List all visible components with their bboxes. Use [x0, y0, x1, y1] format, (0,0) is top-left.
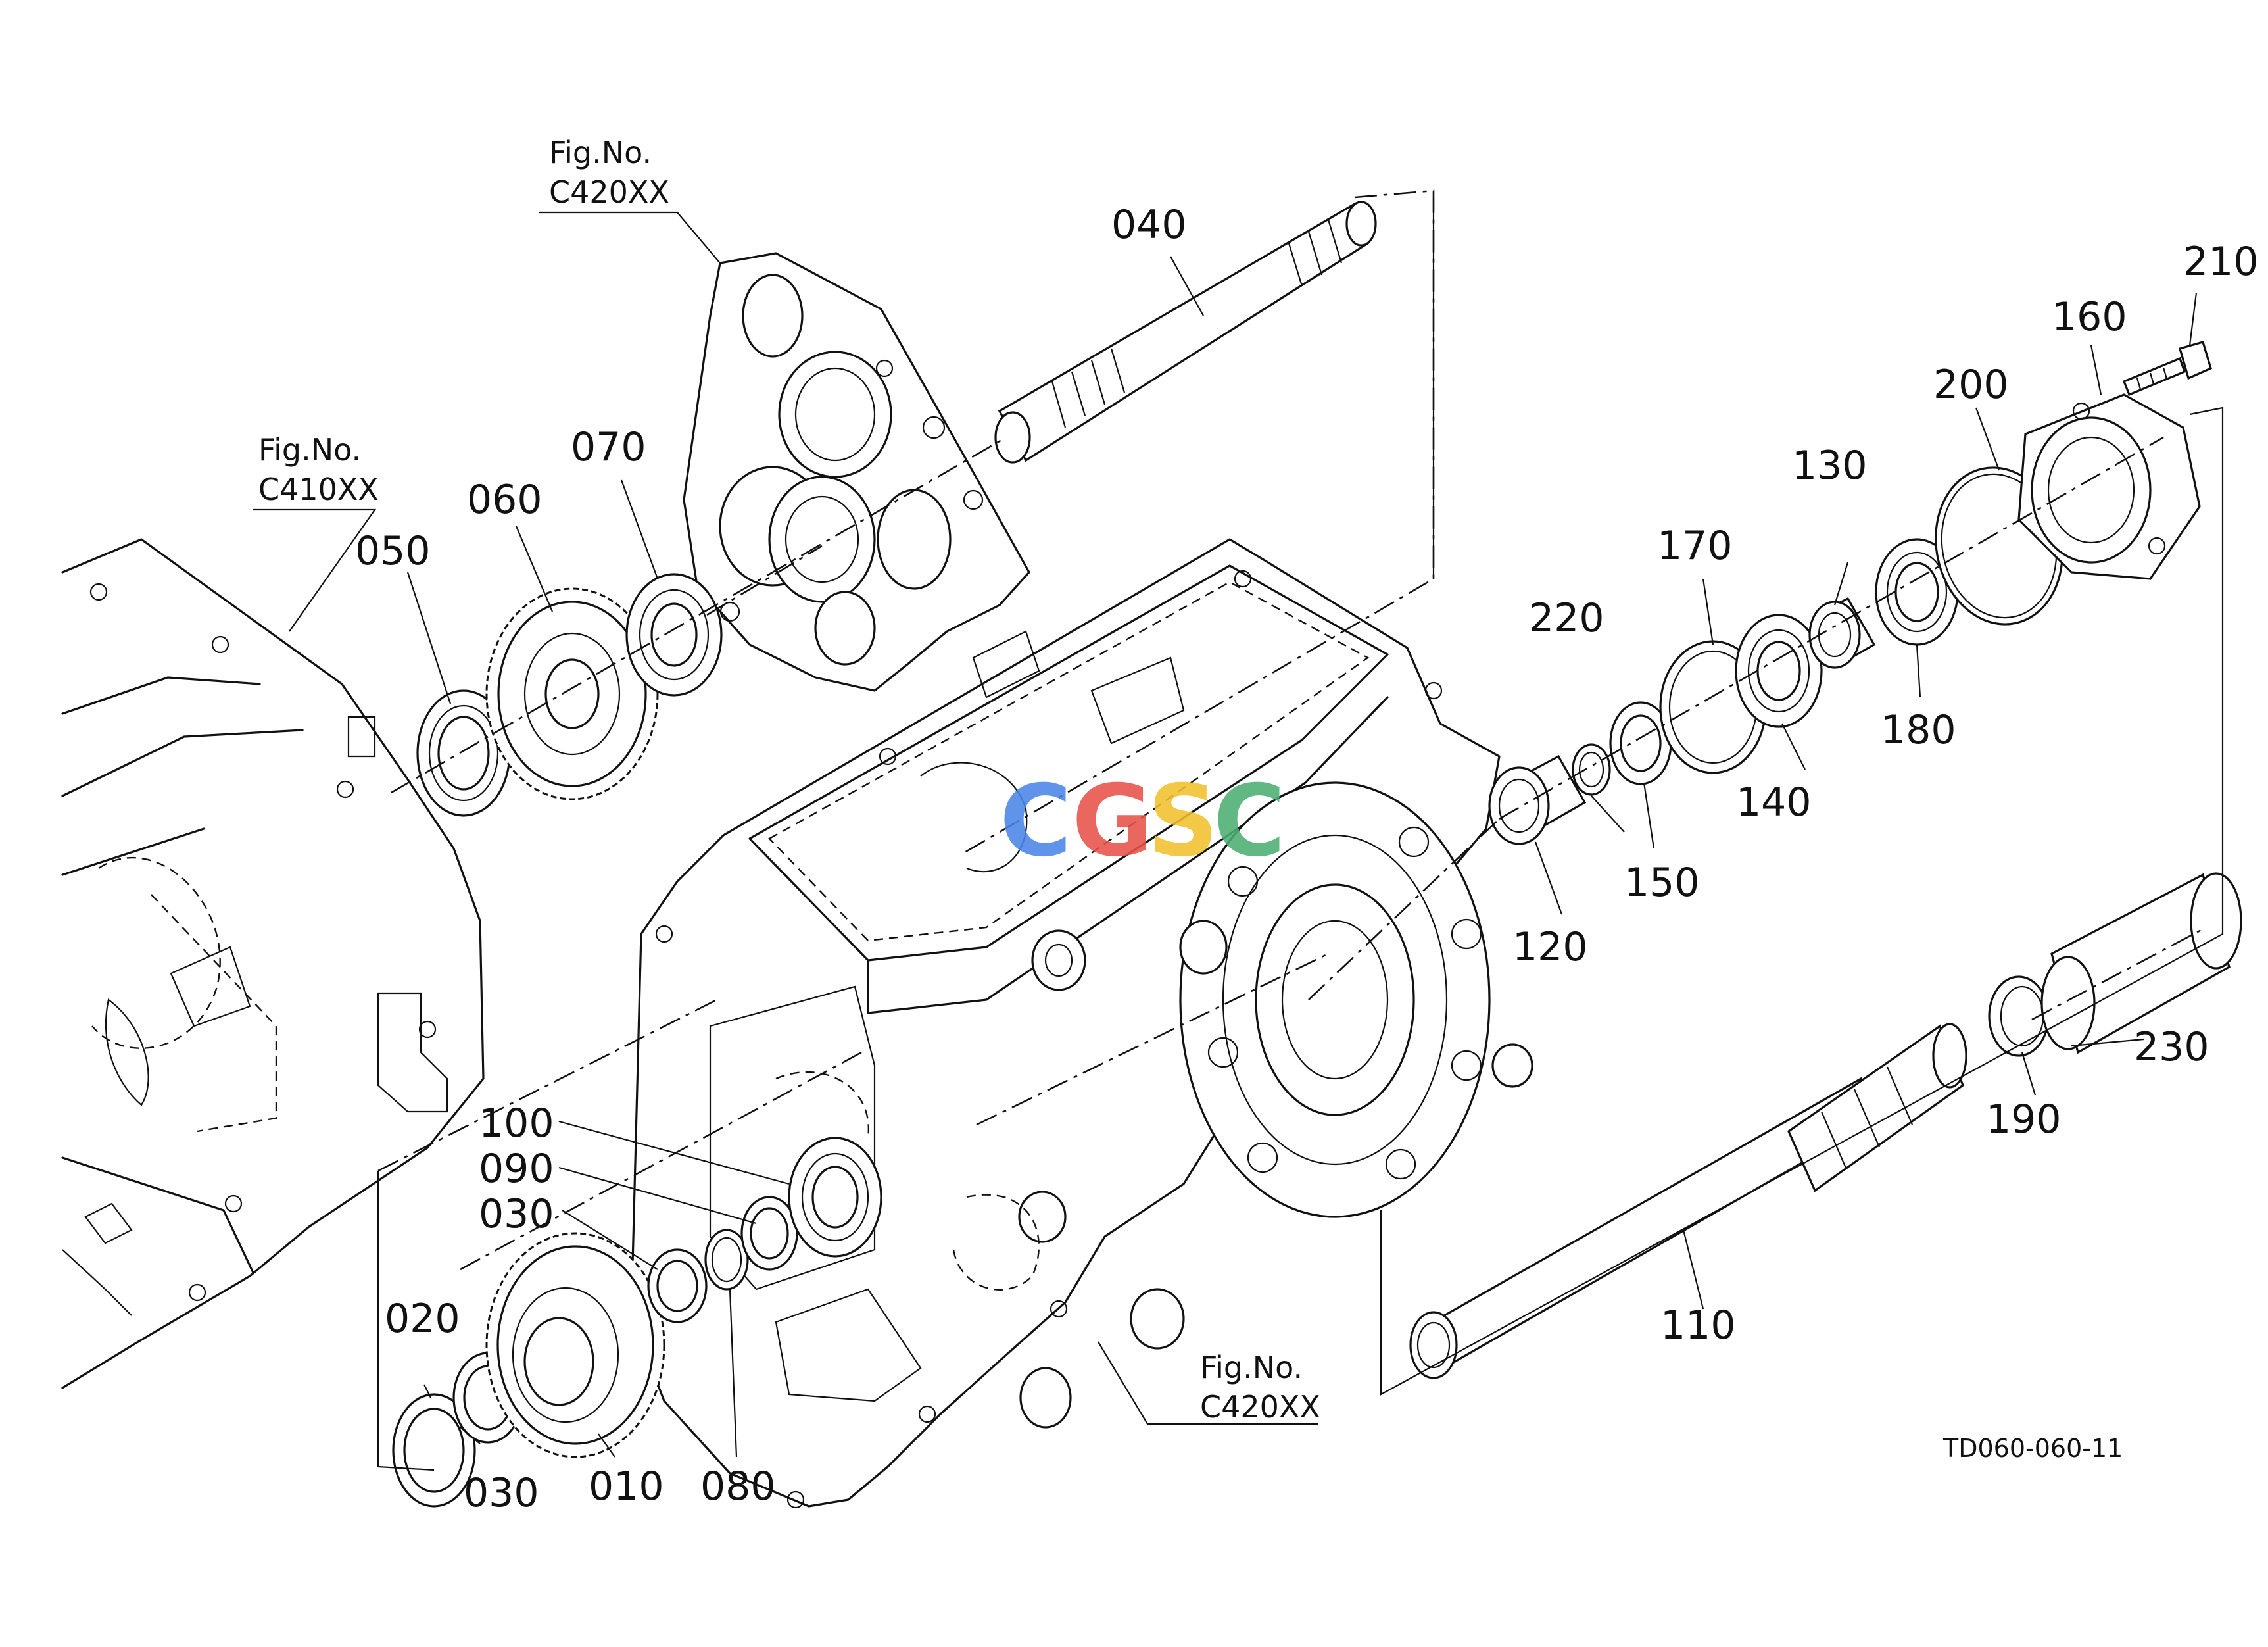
fig-ref-bottom-caption: Fig.No. [1200, 1350, 1303, 1385]
washer-090 [740, 1196, 798, 1271]
figure-ref-leaders [253, 211, 1318, 1425]
oil-seal-180 [1875, 538, 1959, 646]
part-label-130: 130 [1792, 443, 1868, 489]
collar-130 [1808, 597, 1876, 669]
gear-060 [485, 587, 659, 800]
pto-shaft-110 [1409, 1023, 1967, 1379]
part-label-230: 230 [2134, 1024, 2209, 1070]
fig-ref-top-caption: Fig.No. [549, 135, 652, 170]
sleeve-230 [2040, 872, 2242, 1054]
part-label-010: 010 [589, 1463, 664, 1510]
part-label-190: 190 [1986, 1096, 2062, 1143]
part-label-140: 140 [1736, 779, 1812, 825]
snap-ring-080 [704, 1229, 749, 1291]
part-label-220: 220 [1529, 595, 1604, 641]
part-label-100: 100 [479, 1100, 554, 1146]
fig-ref-left-caption: Fig.No. [258, 432, 361, 468]
watermark-letter-c1: C [1000, 764, 1072, 879]
part-label-030-lower: 030 [464, 1470, 539, 1516]
part-label-110: 110 [1660, 1302, 1736, 1348]
fig-ref-top-number: C420XX [549, 174, 669, 210]
watermark-letter-g: G [1072, 764, 1153, 879]
assembly-centerlines [377, 189, 2224, 1471]
part-label-050: 050 [355, 528, 431, 574]
needle-bearing-030-upper [647, 1248, 708, 1323]
washer-020 [392, 1393, 476, 1508]
figure-references: Fig.No. C420XX Fig.No. C410XX Fig.No. C4… [258, 135, 1320, 1425]
part-label-120: 120 [1512, 924, 1588, 970]
bushing-120 [1488, 754, 1587, 845]
bearing-070 [625, 573, 723, 697]
watermark: C G S C [1000, 764, 1286, 879]
part-label-040: 040 [1111, 202, 1187, 248]
part-label-030-upper: 030 [479, 1191, 554, 1237]
bearing-cover-160 [2017, 393, 2201, 580]
oil-seal-150 [1609, 701, 1672, 785]
part-label-020: 020 [385, 1296, 460, 1342]
watermark-letter-s: S [1147, 764, 1218, 879]
leader-lines [406, 256, 2198, 1458]
left-housing-outline [61, 538, 485, 1389]
gear-010 [485, 1232, 665, 1458]
part-label-150: 150 [1624, 860, 1700, 906]
main-transmission-case [630, 538, 1533, 1509]
bolt-210 [2122, 341, 2212, 397]
circlip-220 [1572, 743, 1611, 796]
part-label-080: 080 [700, 1463, 776, 1510]
drawing-code: TD060-060-11 [1942, 1434, 2123, 1463]
part-label-200: 200 [1933, 362, 2009, 408]
part-label-170: 170 [1657, 523, 1733, 569]
part-label-090: 090 [479, 1146, 554, 1192]
part-label-070: 070 [571, 424, 646, 470]
rear-plate-outline [683, 252, 1030, 692]
part-labels: 040 050 060 070 020 030 010 080 100 090 … [355, 202, 2259, 1516]
part-label-160: 160 [2052, 294, 2127, 340]
fig-ref-bottom-number: C420XX [1200, 1389, 1320, 1425]
watermark-letter-c2: C [1213, 764, 1286, 879]
fig-ref-left-number: C410XX [258, 472, 379, 507]
part-label-180: 180 [1881, 707, 1956, 753]
bearing-100 [788, 1137, 882, 1258]
input-shaft-040 [994, 201, 1377, 464]
part-label-210: 210 [2183, 239, 2259, 285]
part-label-060: 060 [467, 477, 543, 523]
bearing-140 [1735, 614, 1823, 728]
